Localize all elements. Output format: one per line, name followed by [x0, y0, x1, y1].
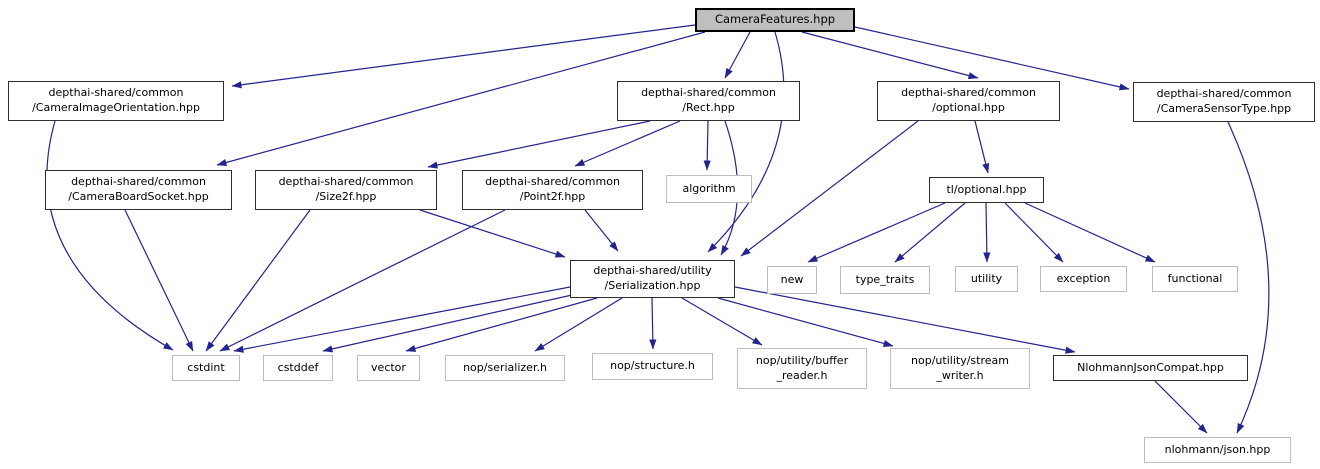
node-optional[interactable]: depthai-shared/common /optional.hpp	[877, 81, 1060, 121]
edge-camera_features-to-camera_sensor_type	[854, 26, 1130, 91]
node-exception: exception	[1040, 266, 1127, 292]
edge-serialization-to-nop_buffer_reader	[681, 297, 763, 346]
node-nop_buffer_reader: nop/utility/buffer _reader.h	[737, 348, 867, 389]
edge-size2f-to-serialization	[419, 209, 566, 258]
node-nlohmann_json_compat[interactable]: NlohmannJsonCompat.hpp	[1053, 355, 1248, 381]
node-cstddef: cstddef	[263, 355, 333, 381]
edge-size2f-to-cstdint	[205, 209, 311, 352]
edge-rect-to-algorithm	[703, 120, 711, 171]
node-utility: utility	[955, 266, 1018, 292]
node-algorithm: algorithm	[666, 175, 752, 203]
edge-camera_features-to-camera_image_orientation	[231, 24, 696, 89]
edge-serialization-to-nlohmann_json_compat	[734, 286, 1076, 354]
node-camera_sensor_type[interactable]: depthai-shared/common /CameraSensorType.…	[1133, 82, 1315, 122]
edge-serialization-to-cstdint	[233, 286, 571, 353]
edge-tl_optional-to-type_traits	[894, 202, 966, 263]
edge-camera_features-to-camera_board_socket	[216, 31, 706, 166]
node-functional: functional	[1152, 266, 1238, 292]
edge-rect-to-point2f	[574, 120, 681, 167]
edge-nlohmann_json_compat-to-nlohmann_json	[1154, 380, 1208, 434]
edge-optional-to-serialization	[740, 120, 919, 257]
edge-tl_optional-to-utility	[983, 202, 991, 263]
edge-serialization-to-cstddef	[322, 294, 573, 353]
node-camera_features[interactable]: CameraFeatures.hpp	[695, 8, 855, 32]
node-rect[interactable]: depthai-shared/common /Rect.hpp	[617, 81, 800, 121]
edge-camera_features-to-rect	[724, 31, 751, 79]
edge-serialization-to-nop_serializer	[534, 297, 623, 352]
node-serialization[interactable]: depthai-shared/utility /Serialization.hp…	[570, 260, 735, 298]
node-tl_optional[interactable]: tl/optional.hpp	[929, 177, 1044, 203]
node-point2f[interactable]: depthai-shared/common /Point2f.hpp	[462, 170, 643, 210]
edge-camera_image_orientation-to-cstdint	[46, 120, 174, 351]
edge-optional-to-tl_optional	[974, 120, 990, 174]
edge-rect-to-size2f	[427, 120, 651, 169]
edge-serialization-to-nop_structure	[649, 297, 657, 350]
edge-tl_optional-to-new	[807, 202, 946, 263]
node-size2f[interactable]: depthai-shared/common /Size2f.hpp	[255, 170, 437, 210]
node-cstdint: cstdint	[172, 355, 240, 381]
node-camera_board_socket[interactable]: depthai-shared/common /CameraBoardSocket…	[45, 170, 232, 210]
edge-serialization-to-nop_stream_writer	[717, 297, 894, 347]
edge-camera_features-to-serialization	[707, 31, 785, 253]
edge-tl_optional-to-exception	[1004, 202, 1064, 263]
edge-camera_board_socket-to-cstdint	[124, 209, 194, 352]
node-nop_stream_writer: nop/utility/stream _writer.h	[890, 348, 1030, 389]
edge-point2f-to-serialization	[584, 209, 619, 252]
edge-camera_features-to-optional	[801, 31, 979, 80]
node-nop_serializer: nop/serializer.h	[445, 355, 565, 381]
node-vector: vector	[357, 355, 420, 381]
edge-tl_optional-to-functional	[1024, 202, 1156, 263]
node-type_traits: type_traits	[840, 266, 930, 294]
edge-point2f-to-cstdint	[219, 209, 506, 352]
edge-camera_sensor_type-to-nlohmann_json	[1227, 121, 1270, 434]
node-camera_image_orientation[interactable]: depthai-shared/common /CameraImageOrient…	[8, 81, 224, 121]
edge-serialization-to-vector	[405, 297, 598, 352]
node-nop_structure: nop/structure.h	[592, 353, 713, 380]
node-new: new	[767, 266, 817, 294]
node-nlohmann_json: nlohmann/json.hpp	[1144, 437, 1291, 463]
